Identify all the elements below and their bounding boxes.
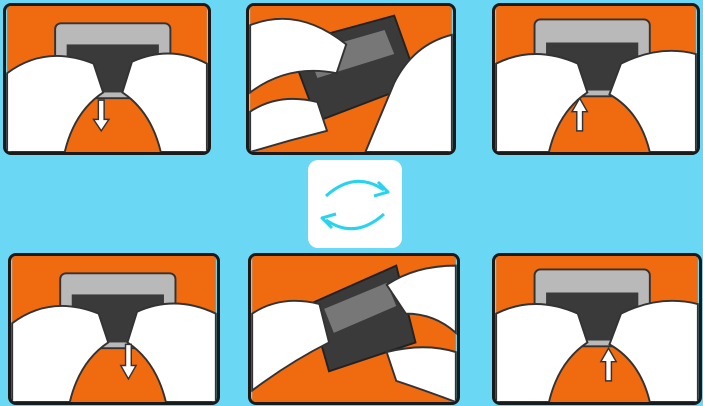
hands-holding-brick-illustration: [6, 6, 208, 152]
illustration-panel-5: [248, 253, 460, 405]
illustration-panel-4: [8, 253, 220, 405]
hands-holding-brick-illustration: [11, 256, 217, 402]
hands-tilting-brick-illustration: [251, 256, 457, 402]
hands-tilting-brick-illustration: [249, 6, 453, 152]
rotate-cycle-icon: [308, 160, 402, 248]
cycle-arrows: [308, 160, 402, 248]
illustration-panel-1: [3, 3, 211, 155]
illustration-panel-3: [492, 3, 700, 155]
illustration-panel-6: [492, 253, 702, 405]
hands-holding-brick-illustration: [495, 256, 699, 402]
illustration-panel-2: [246, 3, 456, 155]
hands-holding-brick-illustration: [495, 6, 697, 152]
